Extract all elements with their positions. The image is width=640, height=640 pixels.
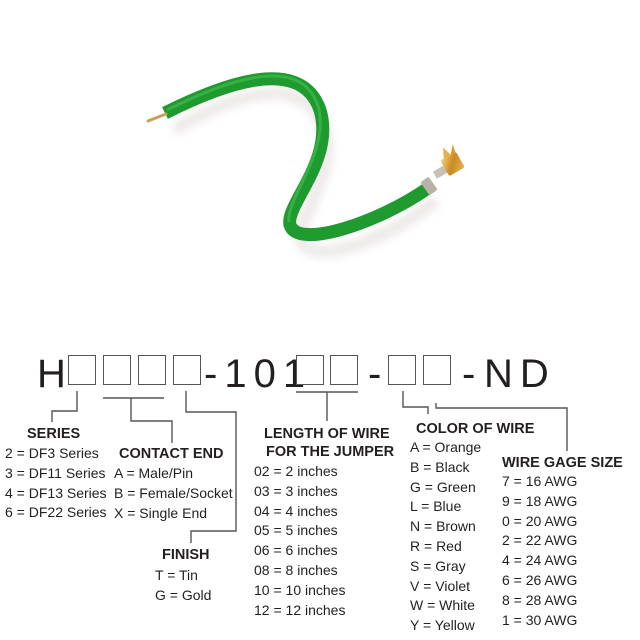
part-middle: -101 [204, 352, 313, 396]
length-item: 03 = 3 inches [254, 482, 338, 499]
part-prefix: H [37, 352, 66, 396]
gage-item: 8 = 28 AWG [502, 591, 578, 608]
contact-end-item: A = Male/Pin [114, 465, 193, 481]
series-item: 2 = DF3 Series [5, 445, 99, 461]
gage-list: 7 = 16 AWG 9 = 18 AWG 0 = 20 AWG 2 = 22 … [502, 472, 577, 630]
color-item: S = Gray [410, 557, 466, 574]
length-item: 12 = 12 inches [254, 601, 346, 618]
finish-title: FINISH [162, 547, 210, 563]
finish-item: G = Gold [155, 586, 212, 603]
color-item: R = Red [410, 537, 462, 554]
series-item: 4 = DF13 Series [5, 484, 107, 501]
contact-end-list: A = Male/Pin B = Female/Socket X = Singl… [114, 464, 233, 523]
socket-contact [432, 144, 465, 179]
wire-insulation [162, 72, 432, 242]
part-suffix-separator: - [462, 352, 476, 396]
pin-contact [146, 112, 168, 123]
color-title: COLOR OF WIRE [416, 421, 535, 437]
series-box [68, 355, 96, 385]
part-suffix: ND [484, 352, 556, 396]
gage-item: 4 = 24 AWG [502, 552, 578, 569]
color-item: A = Orange [410, 439, 482, 455]
color-item: V = Violet [410, 577, 471, 594]
length-item: 08 = 8 inches [254, 561, 338, 578]
color-item: B = Black [410, 458, 470, 475]
color-box [388, 355, 416, 385]
color-list: A = Orange B = Black G = Green L = Blue … [410, 438, 481, 636]
length-item: 02 = 2 inches [254, 463, 338, 479]
series-list: 2 = DF3 Series 3 = DF11 Series 4 = DF13 … [5, 444, 107, 523]
gage-item: 9 = 18 AWG [502, 492, 578, 509]
length-item: 10 = 10 inches [254, 581, 346, 598]
length-list: 02 = 2 inches 03 = 3 inches 04 = 4 inche… [254, 462, 345, 620]
length-item: 04 = 4 inches [254, 502, 338, 519]
finish-item: T = Tin [155, 567, 198, 583]
contact-end-title: CONTACT END [119, 446, 224, 462]
color-item: Y = Yellow [410, 617, 475, 634]
length-item: 05 = 5 inches [254, 522, 338, 539]
series-title: SERIES [27, 426, 81, 442]
color-item: G = Green [410, 478, 476, 495]
length-title-line2: FOR THE JUMPER [266, 444, 395, 460]
color-item: L = Blue [410, 498, 462, 515]
gage-item: 0 = 20 AWG [502, 512, 578, 529]
length-box-2 [330, 355, 358, 385]
gage-item: 1 = 30 AWG [502, 611, 578, 628]
gage-title: WIRE GAGE SIZE [502, 455, 623, 471]
length-box-1 [296, 355, 324, 385]
gage-item: 2 = 22 AWG [502, 532, 578, 549]
contact-end-item: X = Single End [114, 504, 208, 521]
series-item: 3 = DF11 Series [5, 464, 106, 481]
color-item: W = White [410, 597, 475, 614]
series-item: 6 = DF22 Series [5, 504, 107, 521]
part-separator: - [368, 352, 382, 396]
contact-end-item: B = Female/Socket [114, 484, 233, 501]
color-item: N = Brown [410, 518, 476, 535]
length-title-line1: LENGTH OF WIRE [264, 426, 390, 442]
gage-item: 6 = 26 AWG [502, 571, 578, 588]
gage-item: 7 = 16 AWG [502, 473, 578, 489]
contact-end-box-2 [138, 355, 166, 385]
jumper-wire-photo [146, 72, 465, 259]
finish-list: T = Tin G = Gold [155, 566, 211, 606]
contact-end-box-1 [103, 355, 131, 385]
length-item: 06 = 6 inches [254, 542, 338, 559]
finish-box [173, 355, 201, 385]
gage-box [423, 355, 451, 385]
